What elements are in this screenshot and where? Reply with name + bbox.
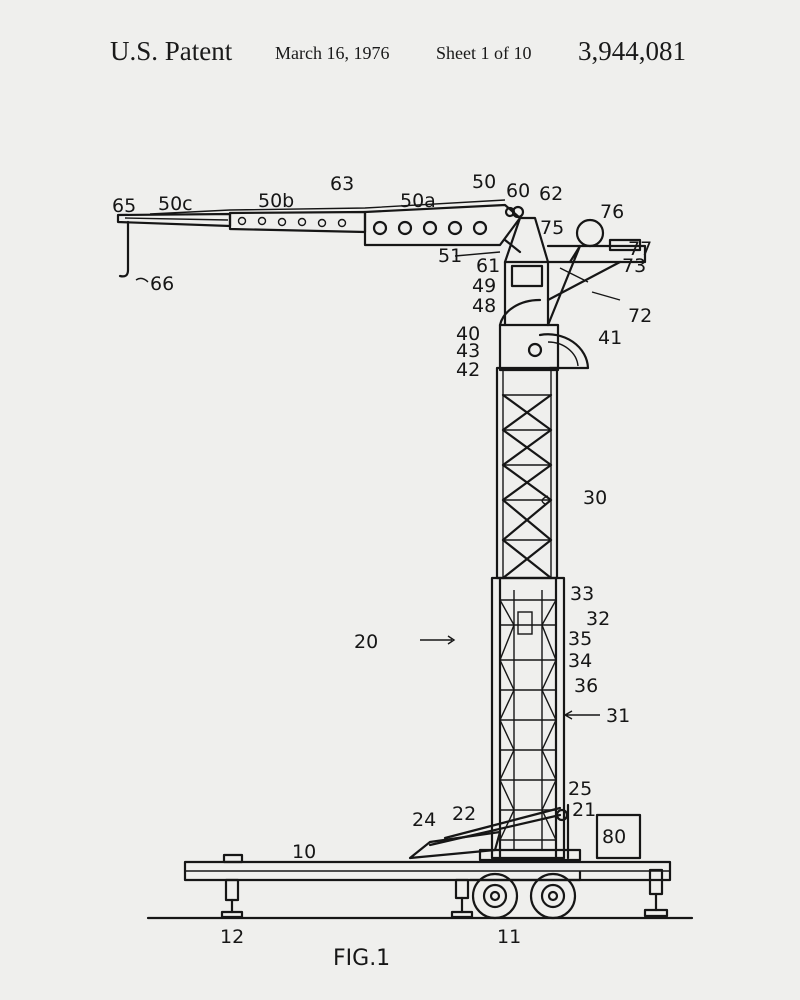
patent-label: U.S. Patent	[110, 36, 233, 66]
label-24: 24	[412, 809, 436, 831]
label-72: 72	[628, 305, 652, 327]
label-42: 42	[456, 359, 480, 381]
label-31: 31	[606, 705, 630, 727]
upper-mast	[495, 366, 559, 580]
label-22: 22	[452, 803, 476, 825]
label-60: 60	[506, 180, 530, 202]
label-61: 61	[476, 255, 500, 277]
label-50a: 50a	[400, 190, 436, 212]
label-20: 20	[354, 631, 378, 653]
leader-lines	[135, 251, 621, 720]
jib	[116, 199, 522, 278]
label-65: 65	[112, 195, 136, 217]
label-36: 36	[574, 675, 598, 697]
sheet-number: Sheet 1 of 10	[436, 43, 532, 63]
label-40: 40	[456, 323, 480, 345]
label-25: 25	[568, 778, 592, 800]
counter-jib	[546, 218, 647, 327]
figure-label: FIG.1	[333, 946, 390, 971]
trailer	[183, 853, 672, 919]
label-48: 48	[472, 295, 496, 317]
label-73: 73	[622, 255, 646, 277]
label-30: 30	[583, 487, 607, 509]
erecting-cylinder	[408, 803, 570, 860]
label-32: 32	[586, 608, 610, 630]
label-35: 35	[568, 628, 592, 650]
label-63: 63	[330, 173, 354, 195]
label-11: 11	[497, 926, 521, 948]
lower-mast	[478, 576, 582, 862]
label-34: 34	[568, 650, 592, 672]
label-41: 41	[598, 327, 622, 349]
label-21: 21	[572, 799, 596, 821]
label-50c: 50c	[158, 193, 193, 215]
label-49: 49	[472, 275, 496, 297]
label-62: 62	[539, 183, 563, 205]
wheels	[471, 872, 577, 920]
label-77: 77	[628, 238, 652, 260]
patent-date: March 16, 1976	[275, 43, 390, 63]
label-10: 10	[292, 841, 316, 863]
slewing-unit	[498, 298, 590, 372]
label-75: 75	[540, 217, 564, 239]
label-43: 43	[456, 340, 480, 362]
label-50: 50	[472, 171, 496, 193]
label-76: 76	[600, 201, 624, 223]
label-33: 33	[570, 583, 594, 605]
label-66: 66	[150, 273, 174, 295]
label-51: 51	[438, 245, 462, 267]
label-12: 12	[220, 926, 244, 948]
label-80: 80	[602, 826, 626, 848]
control-box	[595, 813, 642, 860]
patent-number: 3,944,081	[578, 36, 686, 66]
label-50b: 50b	[258, 190, 294, 212]
